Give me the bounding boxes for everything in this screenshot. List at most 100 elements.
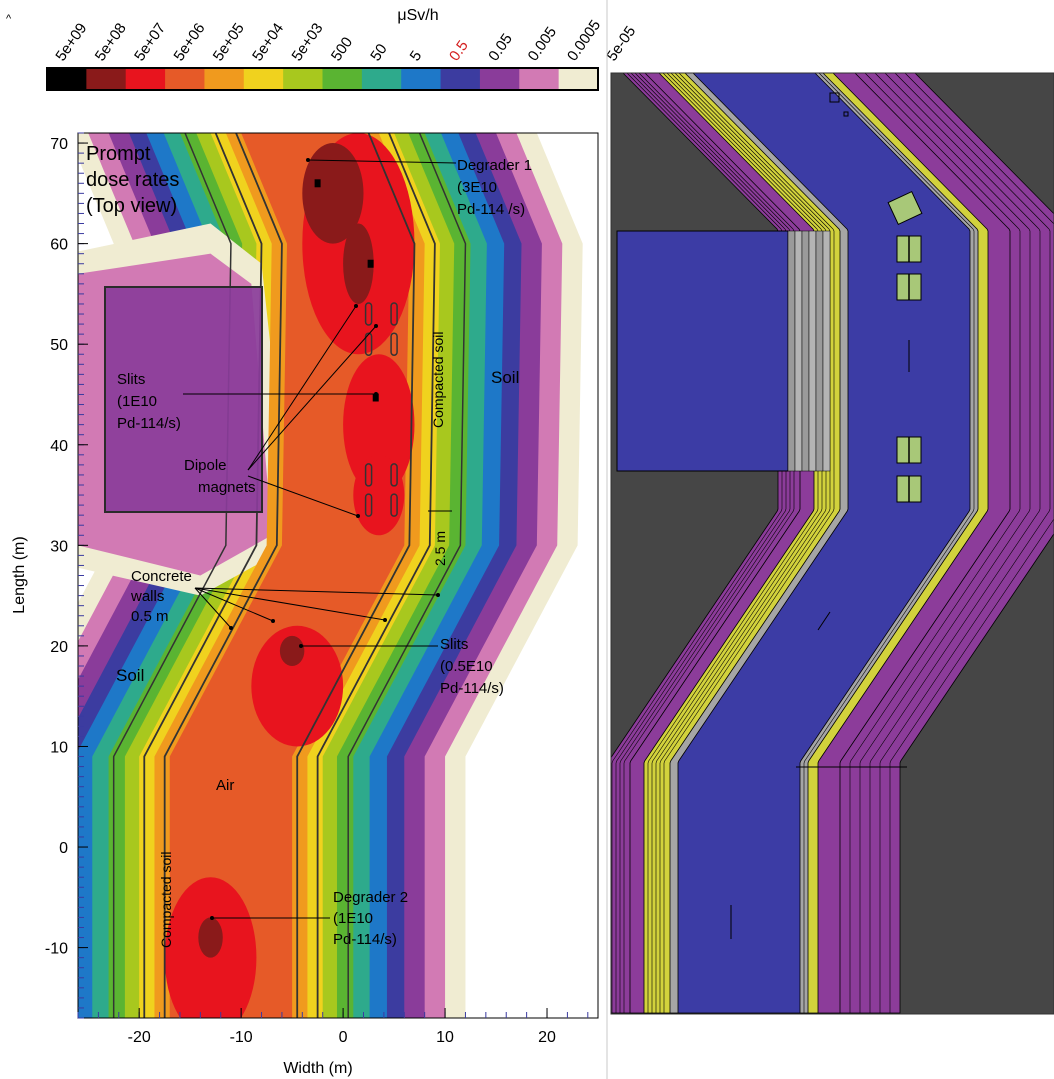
colorbar-label: 0.0005 xyxy=(564,17,604,64)
x-tick-label: -20 xyxy=(128,1029,151,1046)
colorbar-cell xyxy=(440,68,481,90)
compacted-soil-boundary xyxy=(347,133,467,1018)
geometry-room-wall xyxy=(787,230,796,472)
arrow-head xyxy=(299,644,303,648)
dipole-magnet xyxy=(364,463,373,487)
label-compacted-soil-right: Compacted soil xyxy=(430,332,446,429)
annotation-arrow xyxy=(247,325,377,471)
y-tick-label: 10 xyxy=(50,739,68,756)
label-soil-left: Soil xyxy=(116,666,144,685)
arrow-head xyxy=(374,324,378,328)
x-axis-label: Width (m) xyxy=(283,1060,352,1077)
colorbar-cell xyxy=(204,68,245,90)
arrow-head xyxy=(383,618,387,622)
y-axis-label: Length (m) xyxy=(11,536,28,613)
label-compacted-soil-left: Compacted soil xyxy=(158,852,174,949)
geometry-layer xyxy=(677,73,971,1014)
geometry-stripe xyxy=(803,73,975,1013)
colorbar-cell xyxy=(361,68,402,90)
y-tick-label: 40 xyxy=(50,438,68,455)
geometry-view xyxy=(611,73,1054,1014)
annotation-dipole-magnets: Dipole magnets xyxy=(184,457,256,496)
colorbar-cell xyxy=(243,68,284,90)
label-gap-width: 2.5 m xyxy=(432,531,448,566)
geometry-slits-room xyxy=(616,230,789,472)
y-tick-label: 70 xyxy=(50,136,68,153)
arrow-head xyxy=(374,392,378,396)
geometry-stripe xyxy=(879,73,1051,1013)
x-tick-label: 20 xyxy=(538,1029,556,1046)
colorbar-corner-mark: ^ xyxy=(6,13,12,25)
geometry-frame xyxy=(610,72,1054,1015)
concrete-wall-line xyxy=(296,133,416,1018)
annotation-arrow xyxy=(194,587,232,629)
annotation-degrader-2: Degrader 2 (1E10 Pd-114/s) xyxy=(333,889,412,948)
plot-title: Prompt dose rates (Top view) xyxy=(86,143,185,217)
label-soil-right: Soil xyxy=(491,368,519,387)
colorbar-cell xyxy=(558,68,599,90)
arrow-head xyxy=(356,514,360,518)
dipole-magnet xyxy=(364,332,373,356)
dose-hotspot xyxy=(164,877,257,1018)
dipole-magnet xyxy=(364,493,373,517)
colorbar-cell xyxy=(322,68,363,90)
geometry-room-wall xyxy=(808,230,817,472)
label-air: Air xyxy=(216,777,234,794)
annotation-arrow xyxy=(307,159,457,164)
geometry-room-wall xyxy=(822,230,831,472)
colorbar-cell xyxy=(165,68,205,90)
geometry-room-walls xyxy=(787,230,831,472)
colorbar-label: 5e+03 xyxy=(288,20,326,64)
y-tick-label: 60 xyxy=(50,237,68,254)
annotation-arrow xyxy=(194,587,439,596)
source-marker xyxy=(314,179,321,188)
colorbar-cell xyxy=(519,68,560,90)
colorbar-label: 5e+05 xyxy=(210,20,248,64)
dose-hotspot xyxy=(251,625,344,747)
colorbar-label: 0.05 xyxy=(485,31,516,65)
geometry-stripe xyxy=(655,73,827,1013)
dose-hotspot xyxy=(343,223,374,304)
source-marker xyxy=(367,259,374,268)
colorbar-cell xyxy=(401,68,442,90)
colorbar-cells xyxy=(47,68,599,90)
geometry-stripe xyxy=(623,73,795,1013)
annotation-slits-2: Slits (0.5E10 Pd-114/s) xyxy=(440,636,504,697)
annotation-arrow xyxy=(247,305,357,471)
geometry-degrader xyxy=(887,190,923,226)
annotation-arrow xyxy=(194,587,274,622)
colorbar-label: 50 xyxy=(367,41,390,64)
colorbar-cell xyxy=(125,68,166,90)
concrete-wall-line xyxy=(163,133,283,1018)
dose-hotspot xyxy=(279,635,305,667)
y-tick-label: 50 xyxy=(50,337,68,354)
geometry-stripe xyxy=(869,73,1041,1013)
annotation-slits-1: Slits (1E10 Pd-114/s) xyxy=(117,371,181,432)
dipole-magnet xyxy=(390,302,398,326)
colorbar-label: 5e+07 xyxy=(131,20,169,64)
y-tick-label: 30 xyxy=(50,538,68,555)
x-tick-label: 10 xyxy=(436,1029,454,1046)
dipole-magnet xyxy=(390,332,398,356)
slits-room xyxy=(104,286,263,513)
geometry-stripe xyxy=(663,73,835,1013)
colorbar-label: 5 xyxy=(407,48,426,65)
geometry-room-wall xyxy=(815,230,824,472)
annotation-arrow xyxy=(194,587,386,621)
colorbar-unit: μSv/h xyxy=(397,7,438,24)
dipole-magnet xyxy=(390,493,398,517)
annotation-concrete-walls: Concrete walls 0.5 m xyxy=(130,568,196,625)
colorbar-label: 5e+08 xyxy=(92,20,130,64)
dipole-magnets xyxy=(364,302,398,517)
geometry-layers xyxy=(611,73,1054,1014)
annotation-arrows xyxy=(183,158,457,920)
geometry-details xyxy=(730,92,910,939)
dose-band xyxy=(169,133,410,1018)
colorbar-label: 5e-05 xyxy=(603,23,639,64)
annotation-degrader-1: Degrader 1 (3E10 Pd-114 /s) xyxy=(457,157,536,218)
